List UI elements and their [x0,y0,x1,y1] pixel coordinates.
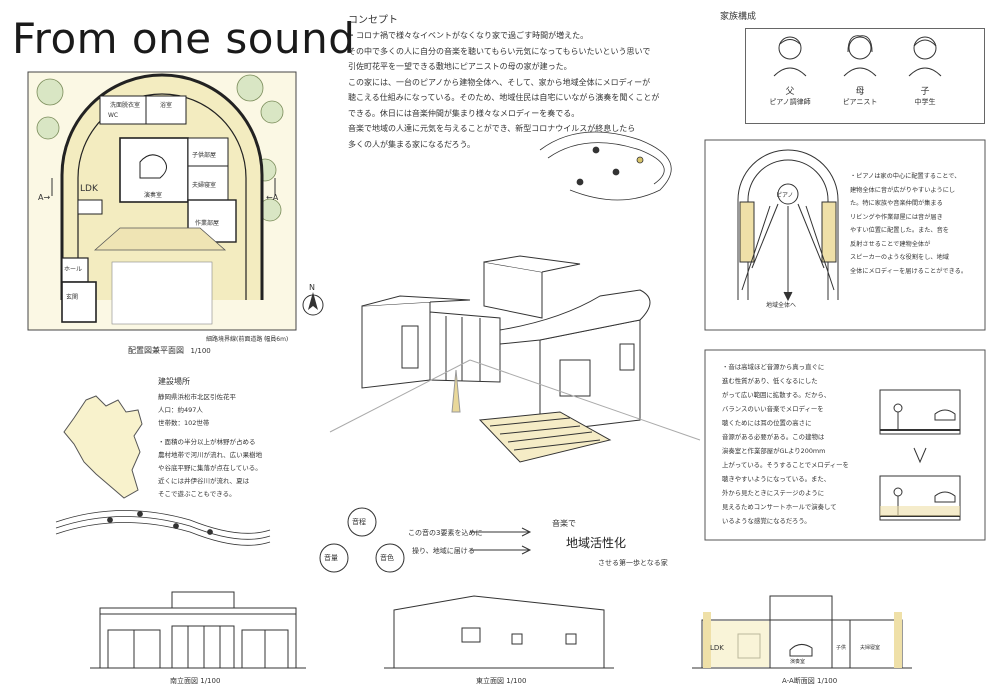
piano-line: た。特に家族や音楽仲間が集まる [850,200,943,207]
sound-line: 演奏室と作業部屋がGLより200mm [722,447,826,455]
section-ldk: LDK [710,644,724,652]
site-line: ・面積の半分以上が林野が占める [158,438,256,446]
room-work: 作業部屋 [195,220,220,227]
sound-line: 音源がある必要がある。この建物は [722,433,825,441]
east-elevation-caption: 東立面図 1/100 [476,676,526,686]
piano-line: 反射させることで建物全体が [850,240,931,248]
member-role: 子 [920,87,930,97]
plan-caption: 配置図兼平面図 1/100 [128,344,211,358]
sound-line: 聴くためには耳の位置の高さに [722,419,812,427]
site-address: 静岡県浜松市北区引佐花平 [158,393,236,401]
piano-arrow-label: 地域全体へ [766,302,797,309]
section-music: 演奏室 [790,659,806,665]
road-label: 細路境界線(前面道路 幅員6m) [206,336,289,343]
south-elevation-caption: 南立面図 1/100 [170,676,220,686]
concept-line: その中で多くの人に自分の音楽を聴いてもらい元気になってもらいたいという思いで [348,46,651,56]
member-job: 中学生 [914,98,936,106]
mother-face-icon [843,35,877,77]
member-role: 父 [785,87,795,97]
section-kid: 子供 [836,645,847,651]
sound-line: バランスのいい音楽でメロディーを [722,405,824,413]
room-ldk: LDK [80,184,98,194]
sound-line: 外から見たときにステージのように [722,489,825,497]
concept-line: 引佐町花平を一望できる敷地にピアニストの母の家が建った。 [348,62,572,71]
concept-block: コンセプト ・コロナ禍で様々なイベントがなくなり家で過ごす時間が増えた。 その中… [348,14,708,152]
section-caption: A-A断面図 1/100 [782,676,837,686]
section-couple: 夫婦寝室 [860,645,881,651]
concept-line: 聴こえる仕組みになっている。そのため、地域住民は自宅にいながら演奏を聞くことが [348,93,660,102]
sound-line: 進む性質があり、低くなるにした [722,377,818,385]
east-scale: 1/100 [506,677,527,685]
site-heading: 建設場所 [158,377,190,386]
room-music: 演奏室 [144,192,163,199]
family-member-father: 父 ピアノ調律師 [760,32,820,107]
sound-line: がって広い範囲に拡散する。だから、 [722,391,831,399]
poster-title: From one sound [12,14,356,63]
elements-line2: 操り、地域に届ける [412,547,475,555]
family-heading: 家族構成 [720,12,757,22]
family-box [745,28,985,124]
plan-scale: 1/100 [190,347,211,355]
section-scale: 1/100 [817,677,838,685]
member-job: ピアノ調律師 [769,98,811,106]
concept-line: 多くの人が集まる家になるだろう。 [348,139,476,149]
sound-explanation: ・音は高域ほど音源から真っ直ぐに 進む性質があり、低くなるにした がって広い範囲… [722,360,877,528]
room-wc: WC [108,112,119,119]
concept-line: ・コロナ禍で様々なイベントがなくなり家で過ごす時間が増えた。 [348,31,589,40]
piano-line: 建物全体に音が広がりやすいようにし [850,186,956,194]
section-caption-text: A-A断面図 [782,677,815,685]
room-entrance: 玄関 [66,294,79,301]
element-volume: 音量 [324,554,338,562]
concept-line: この家には、一台のピアノから建物全体へ、そして、家から地域全体にメロディーが [348,77,651,87]
family-member-child: 子 中学生 [895,32,955,107]
svg-text:A→: A→ [38,193,50,202]
plan-caption-text: 配置図兼平面図 [128,346,184,355]
sub-message: させる第一歩となる家 [598,559,668,567]
concept-heading: コンセプト [348,15,398,26]
site-line: や谷底平野に集落が点在している。 [158,464,262,472]
room-kid: 子供部屋 [192,152,217,159]
room-hall: ホール [64,266,83,273]
sound-line: 聴きやすいようになっている。また、 [722,475,831,483]
room-couple: 夫婦寝室 [192,182,217,189]
site-population: 人口：約497人 [158,406,203,414]
site-line: そこで遊ぶこともできる。 [158,490,236,498]
sound-line: 上がっている。そうすることでメロディーを [722,461,849,469]
piano-line: やすい位置に配置した。また、音を [850,227,949,234]
element-pitch: 音程 [352,518,366,526]
south-scale: 1/100 [200,677,221,685]
concept-line: できる。休日には音楽仲間が集まり様々なメロディーを奏でる。 [348,108,580,118]
piano-explanation: ・ピアノは家の中心に配置することで、 建物全体に音が広がりやすいようにし た。特… [850,170,985,278]
site-households: 世帯数：102世帯 [158,419,210,427]
svg-text:←A: ←A [266,193,279,202]
piano-label: ピアノ [776,192,794,199]
piano-line: スピーカーのような役割をし、地域 [850,254,949,261]
concept-line: 音楽で地域の人達に元気を与えることができ、新型コロナウイルスが終息したら [348,124,636,133]
site-line: 近くには井伊谷川が流れ、夏は [158,477,250,485]
music-label: 音楽で [552,519,576,528]
member-job: ピアニスト [842,98,878,106]
room-bath: 浴室 [160,102,173,109]
site-line: 農村地帯で河川が流れ、広い果樹地 [158,451,263,459]
father-face-icon [773,36,807,77]
piano-line: ・ピアノは家の中心に配置することで、 [850,173,961,180]
south-caption-text: 南立面図 [170,677,198,685]
elements-line1: この音の3要素を込めに [408,529,483,537]
sound-line: いるような感覚になるだろう。 [722,517,811,525]
piano-line: 全体にメロディーを届けることができる。 [850,267,968,275]
east-caption-text: 東立面図 [476,677,504,685]
room-wash: 洗面脱衣室 [110,102,141,109]
site-info: 建設場所 静岡県浜松市北区引佐花平 人口：約497人 世帯数：102世帯 ・面積… [158,376,328,501]
main-message: 地域活性化 [566,536,627,550]
member-role: 母 [855,87,865,97]
sound-line: ・音は高域ほど音源から真っ直ぐに [722,363,825,371]
sound-line: 見えるためコンサートホールで演奏して [722,503,837,511]
child-face-icon [908,36,942,77]
element-timbre: 音色 [380,554,394,562]
piano-line: リビングや作業部屋には音が届き [850,213,943,221]
family-member-mother: 母 ピアニスト [830,32,890,107]
svg-text:N: N [309,283,315,292]
